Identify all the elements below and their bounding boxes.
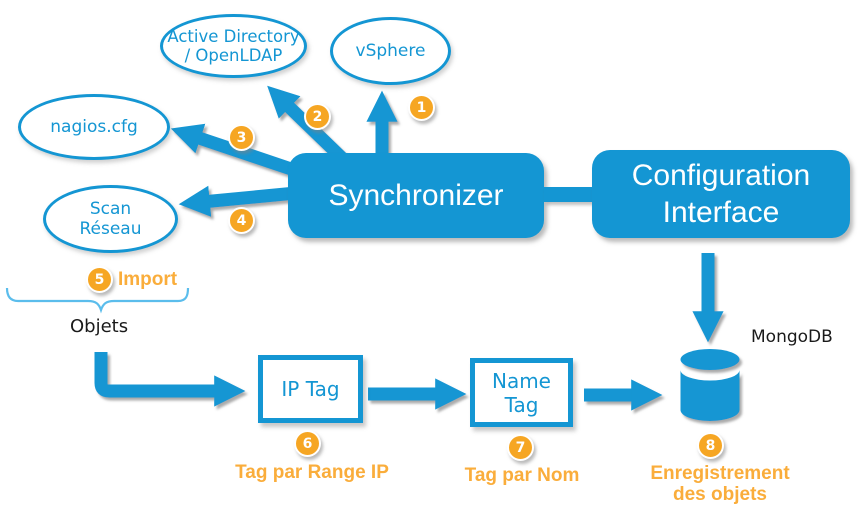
- node-configuration-interface: Configuration Interface: [592, 150, 850, 238]
- mongodb-database-icon: [680, 349, 740, 421]
- tag-par-range-ip-label: Tag par Range IP: [235, 462, 389, 483]
- step-badge-6: 6: [294, 430, 321, 457]
- step-badge-5: 5: [86, 266, 113, 293]
- node-ip-tag: IP Tag: [258, 355, 363, 423]
- arrow-3-synchronizer-to-nagios-cfg: [170, 123, 303, 179]
- enregistrement-des-objets-label: Enregistrement des objets: [650, 463, 790, 505]
- node-vsphere: vSphere: [330, 17, 451, 85]
- mongodb-label: MongoDB: [751, 327, 833, 347]
- tag-par-nom-label: Tag par Nom: [464, 465, 580, 486]
- node-active-directory-openldap: Active Directory / OpenLDAP: [160, 14, 307, 78]
- step-badge-1: 1: [408, 94, 435, 121]
- step-badge-4: 4: [228, 207, 255, 234]
- arrow-2-synchronizer-to-active-directory: [267, 85, 347, 163]
- step-badge-2: 2: [304, 103, 331, 130]
- step-badge-3: 3: [228, 124, 255, 151]
- synchronizer-config-connector: [544, 187, 592, 202]
- step-badge-7: 7: [507, 434, 534, 461]
- node-nagios-cfg: nagios.cfg: [18, 94, 170, 160]
- arrow-4-synchronizer-to-scan-reseau: [178, 185, 297, 217]
- step-badge-8: 8: [697, 432, 724, 459]
- import-brace: [5, 287, 190, 314]
- arrow-5-objets-to-ip-tag: [94, 352, 246, 407]
- objets-label: Objets: [70, 316, 129, 337]
- node-synchronizer: Synchronizer: [288, 153, 544, 238]
- import-label: Import: [118, 269, 178, 290]
- node-scan-reseau: Scan Réseau: [43, 185, 178, 253]
- node-name-tag: Name Tag: [470, 358, 573, 427]
